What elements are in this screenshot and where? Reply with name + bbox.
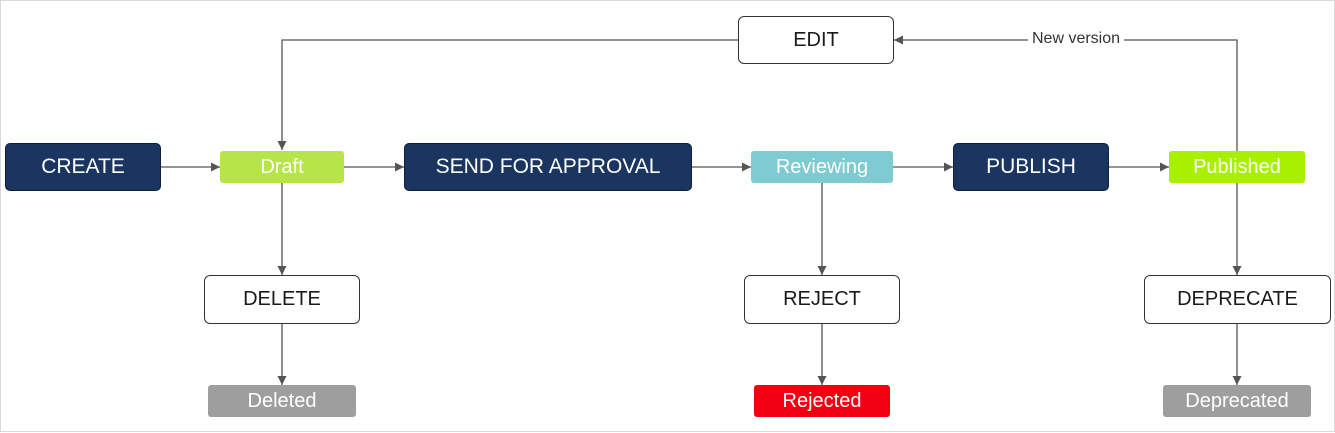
publish-action: PUBLISH — [953, 143, 1109, 191]
connector-published-edit — [894, 35, 1238, 151]
create-action: CREATE — [5, 143, 161, 191]
deprecate-action: DEPRECATE — [1144, 275, 1331, 324]
send-for-approval-action: SEND FOR APPROVAL — [404, 143, 692, 191]
rejected-state: Rejected — [754, 385, 890, 417]
published-state: Published — [1169, 151, 1305, 183]
deprecated-state: Deprecated — [1163, 385, 1311, 417]
reject-action: REJECT — [744, 275, 900, 324]
reviewing-state: Reviewing — [751, 151, 893, 183]
connector-edit-draft — [277, 39, 738, 150]
deleted-state: Deleted — [208, 385, 356, 417]
new-version-label: New version — [1028, 30, 1125, 48]
draft-state: Draft — [220, 151, 344, 183]
edit-action: EDIT — [738, 16, 894, 64]
delete-action: DELETE — [204, 275, 360, 324]
